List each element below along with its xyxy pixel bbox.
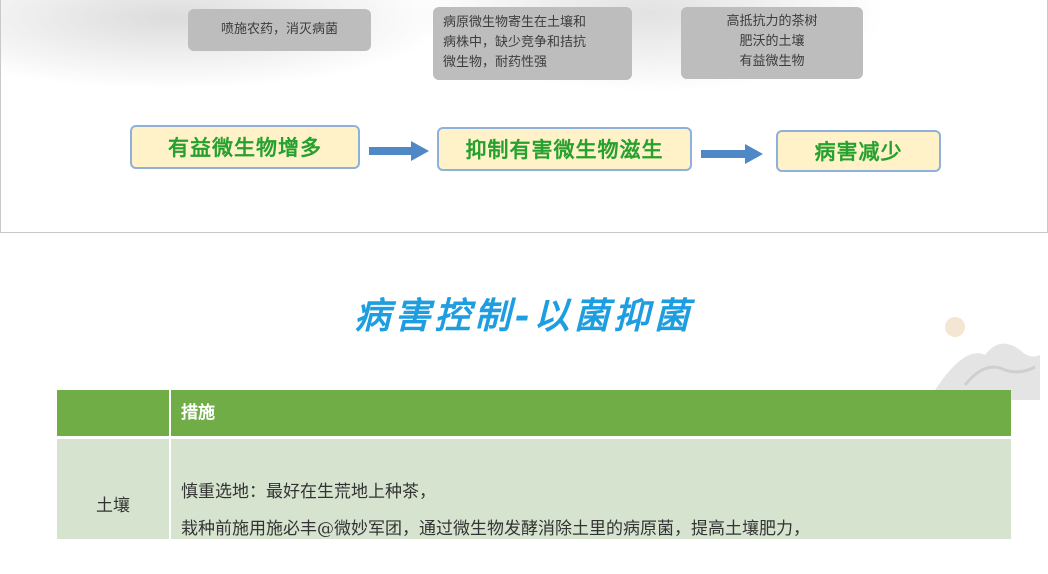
cause-text: 喷施农药，消灭病菌 bbox=[220, 22, 338, 37]
section-title: 病害控制-以菌抑菌 bbox=[354, 295, 694, 337]
right-arrow-icon bbox=[369, 141, 429, 161]
table-header-cell: 措施 bbox=[181, 403, 215, 423]
flow-step-label: 有益微生物增多 bbox=[168, 135, 322, 160]
table-header-row: 措施 bbox=[57, 390, 1011, 436]
cause-text-line: 病株中，缺少竞争和拮抗 bbox=[443, 35, 587, 50]
divider bbox=[57, 436, 1011, 439]
top-slide-panel: 喷施农药，消灭病菌 病原微生物寄生在土壤和 病株中，缺少竞争和拮抗 微生物，耐药… bbox=[0, 0, 1048, 233]
measure-text: 慎重选地：最好在生荒地上种茶， bbox=[181, 482, 436, 502]
right-arrow-icon bbox=[701, 144, 763, 164]
flow-step-inhibit-harmful: 抑制有害微生物滋生 bbox=[437, 127, 692, 171]
flow-step-label: 抑制有害微生物滋生 bbox=[465, 137, 664, 162]
cause-box-pathogen: 病原微生物寄生在土壤和 病株中，缺少竞争和拮抗 微生物，耐药性强 bbox=[433, 7, 632, 80]
cause-text-line: 微生物，耐药性强 bbox=[443, 55, 548, 70]
cause-text-line: 病原微生物寄生在土壤和 bbox=[443, 15, 587, 30]
cause-box-resistance: 高抵抗力的茶树 肥沃的土壤 有益微生物 bbox=[681, 7, 863, 79]
flow-step-label: 病害减少 bbox=[814, 139, 903, 164]
cause-text-line: 有益微生物 bbox=[739, 54, 805, 69]
cause-box-pesticide: 喷施农药，消灭病菌 bbox=[188, 9, 371, 51]
cause-text-line: 高抵抗力的茶树 bbox=[726, 14, 818, 29]
ink-landscape-decoration bbox=[925, 317, 1040, 400]
row-label: 土壤 bbox=[57, 439, 171, 539]
table-header-cell bbox=[57, 390, 171, 436]
table-row: 土壤 慎重选地：最好在生荒地上种茶， 栽种前施用施必丰@微妙军团，通过微生物发酵… bbox=[57, 439, 1011, 539]
cause-text-line: 肥沃的土壤 bbox=[739, 34, 805, 49]
measures-table: 措施 土壤 慎重选地：最好在生荒地上种茶， 栽种前施用施必丰@微妙军团，通过微生… bbox=[57, 390, 1011, 539]
flow-step-beneficial-microbes: 有益微生物增多 bbox=[130, 125, 360, 169]
measure-text: 栽种前施用施必丰@微妙军团，通过微生物发酵消除土里的病原菌，提高土壤肥力， bbox=[181, 519, 810, 539]
flow-step-disease-reduction: 病害减少 bbox=[776, 130, 941, 172]
